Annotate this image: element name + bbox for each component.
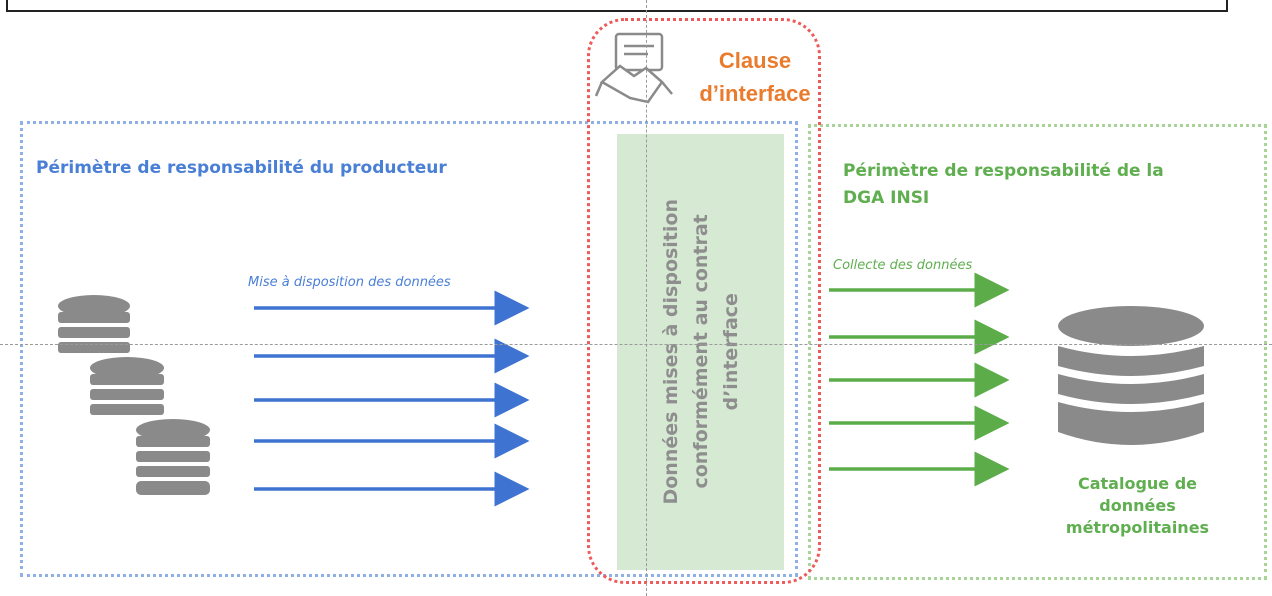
horizontal-guide-line xyxy=(0,344,1272,345)
producer-title: Périmètre de responsabilité du producteu… xyxy=(36,158,447,178)
clause-zone xyxy=(587,18,821,584)
dga-arrows xyxy=(829,272,1010,487)
catalogue-database-icon xyxy=(1058,306,1204,445)
catalogue-label: Catalogue de données métropolitaines xyxy=(1065,474,1210,537)
producer-arrow-caption: Mise à disposition des données xyxy=(248,275,451,290)
producer-databases-icon xyxy=(58,295,210,495)
dga-title: Périmètre de responsabilité de la DGA IN… xyxy=(843,161,1164,208)
dga-zone xyxy=(808,124,1267,580)
producer-arrows xyxy=(254,290,530,507)
handshake-contract-icon xyxy=(594,32,673,104)
vertical-guide-line xyxy=(646,0,647,596)
interface-panel xyxy=(617,134,784,570)
clause-title: Clause d’interface xyxy=(699,48,811,106)
dga-arrow-caption: Collecte des données xyxy=(833,258,973,273)
header-frame-border xyxy=(6,0,1228,12)
producer-zone xyxy=(20,121,798,577)
